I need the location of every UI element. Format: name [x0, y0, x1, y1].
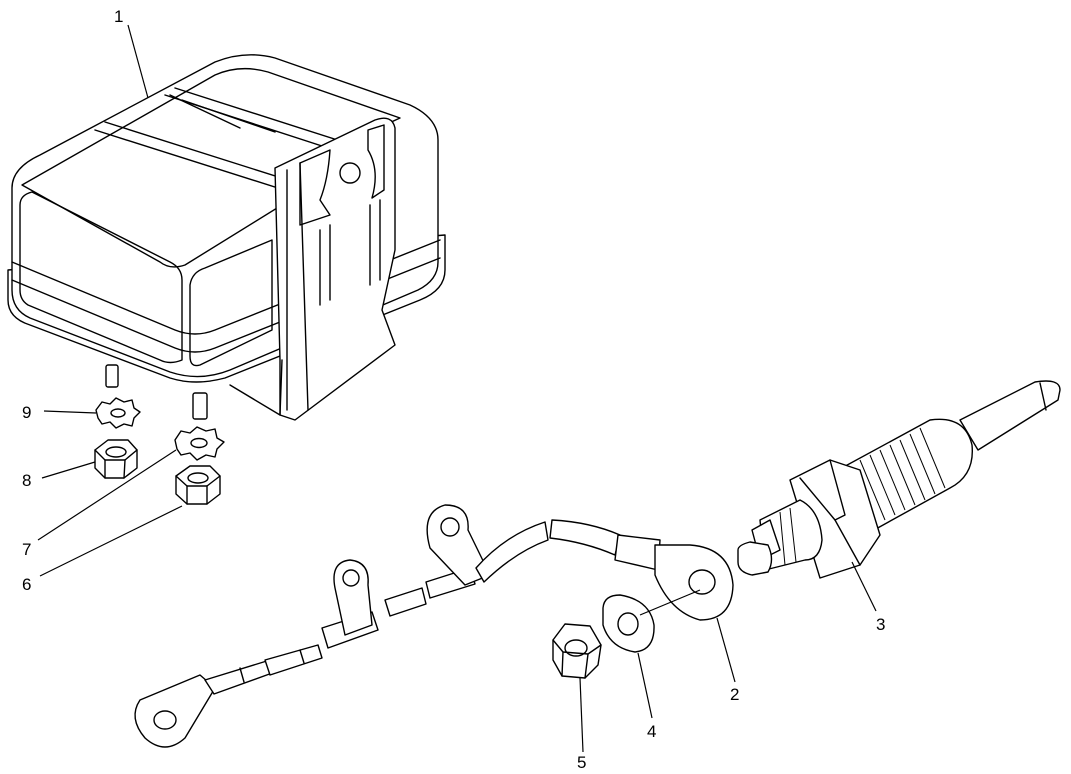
leader-line-8 [41, 461, 96, 479]
leader-lines [37, 24, 877, 753]
star-lock-washer-left [95, 397, 141, 429]
callout-4: 4 [647, 722, 656, 741]
leader-line-9 [43, 410, 97, 414]
glow-plug [737, 380, 1061, 579]
glow-plug-wire-harness [134, 504, 734, 748]
hex-nut-terminal [552, 623, 602, 679]
leader-line-6 [39, 505, 183, 577]
leader-line-5 [579, 677, 584, 753]
leader-line-washer-bolt [639, 589, 701, 616]
callout-8: 8 [22, 471, 31, 490]
relay-box-housing [7, 54, 446, 421]
leader-line-7 [37, 449, 177, 541]
callout-9: 9 [22, 403, 31, 422]
callout-1: 1 [114, 7, 123, 26]
star-lock-washer-right [174, 426, 225, 461]
callout-7: 7 [22, 540, 31, 559]
leader-line-4 [637, 652, 653, 719]
hex-nut-left [94, 439, 138, 479]
callout-2: 2 [730, 685, 739, 704]
callout-3: 3 [876, 615, 885, 634]
leader-line-3 [851, 561, 877, 612]
leader-line-1 [127, 24, 149, 99]
hex-nut-right [175, 465, 221, 505]
leader-line-2 [716, 617, 736, 683]
flat-washer [602, 594, 655, 653]
callout-5: 5 [577, 753, 586, 772]
callout-6: 6 [22, 575, 31, 594]
